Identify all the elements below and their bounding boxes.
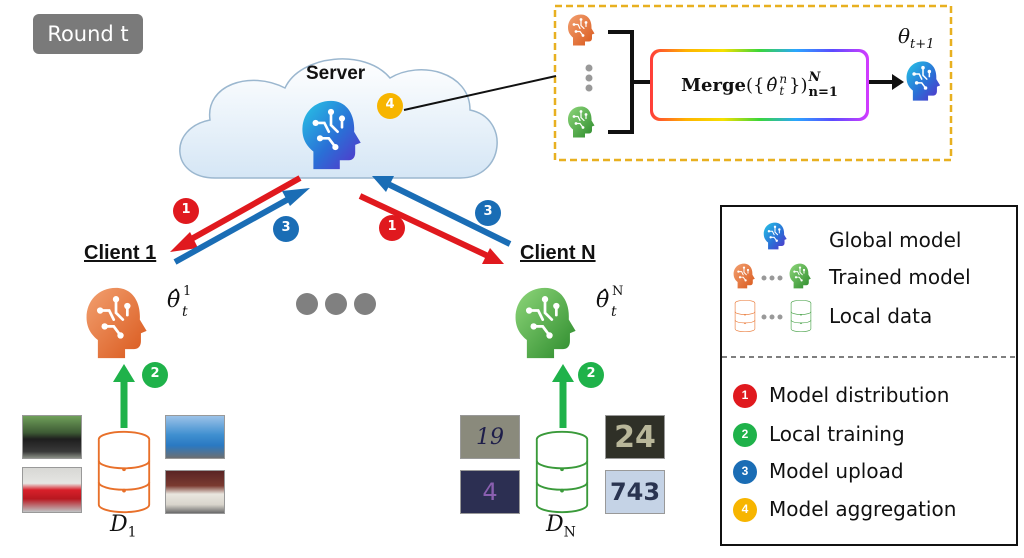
distribution-arrow-client1 bbox=[170, 175, 302, 252]
client1-dataset-letter: D bbox=[110, 512, 128, 537]
legend-local-data-green-icon bbox=[790, 299, 812, 333]
merge-lower: n=1 bbox=[808, 85, 838, 100]
step-badge-3-client1-label: 3 bbox=[281, 220, 291, 235]
legend-step-1-badge bbox=[733, 384, 757, 408]
client1-theta-sub: t bbox=[182, 304, 188, 320]
clientN-head-icon bbox=[514, 286, 578, 360]
car-photo-blue-hatchback bbox=[165, 415, 225, 459]
clientN-dataset-label: DN bbox=[546, 512, 576, 540]
merge-bracket bbox=[608, 30, 652, 134]
legend-step-3-badge bbox=[733, 460, 757, 484]
client1-theta-sup: 1 bbox=[183, 284, 192, 299]
legend-step-4-number: 4 bbox=[741, 502, 749, 516]
legend-model-distribution: Model distribution bbox=[769, 383, 950, 407]
ellipsis-dots bbox=[296, 293, 376, 315]
merge-upper: N bbox=[808, 70, 821, 85]
legend-model-aggregation: Model aggregation bbox=[769, 497, 957, 521]
clientN-theta-sup: N bbox=[612, 284, 624, 299]
clientN-theta-symbol: θ̂ bbox=[596, 288, 610, 313]
car-photo-red-convertible bbox=[22, 467, 82, 513]
legend-step-2-badge bbox=[733, 423, 757, 447]
step-badge-4-server-label: 4 bbox=[385, 97, 395, 112]
digit-photo-24: 24 bbox=[605, 415, 665, 459]
client1-head-icon bbox=[85, 286, 149, 360]
local-training-arrow-clientN bbox=[552, 364, 574, 428]
upload-arrow-clientN bbox=[372, 176, 512, 247]
legend-box: 1 2 3 4 Global model Trained model Local… bbox=[720, 205, 1018, 546]
upload-arrow-client1 bbox=[173, 188, 310, 265]
clientN-label: Client N bbox=[520, 242, 596, 264]
legend-step-3-number: 3 bbox=[741, 464, 749, 478]
legend-global-model-icon bbox=[763, 222, 788, 250]
local-training-arrow-client1 bbox=[113, 364, 135, 428]
next-theta-sub: t+1 bbox=[910, 37, 935, 52]
distribution-arrow-clientN bbox=[358, 193, 504, 264]
merge-set-close: }) bbox=[789, 74, 808, 96]
step-badge-2-clientN-label: 2 bbox=[586, 366, 596, 381]
legend-model-upload: Model upload bbox=[769, 459, 904, 483]
client1-database-icon bbox=[97, 430, 151, 514]
merge-text: Merge bbox=[681, 74, 746, 96]
aggregation-input-heads bbox=[567, 13, 596, 139]
legend-step-1-number: 1 bbox=[741, 388, 749, 402]
step-badge-2-client1-label: 2 bbox=[150, 366, 160, 381]
legend-step-2-number: 2 bbox=[741, 427, 749, 441]
legend-local-data: Local data bbox=[829, 304, 933, 328]
clientN-dataset-letter: D bbox=[546, 512, 564, 537]
step-badge-1-clientN-label: 1 bbox=[387, 219, 397, 234]
client1-dataset-sub: 1 bbox=[127, 524, 137, 541]
next-global-theta: θt+1 bbox=[898, 24, 934, 52]
client1-theta: θ̂ 1 t bbox=[167, 284, 191, 320]
car-photo-white-sedan bbox=[165, 470, 225, 514]
server-label: Server bbox=[306, 63, 366, 84]
legend-local-training: Local training bbox=[769, 422, 905, 446]
merge-box: Merge ({ θ̂ n t }) N n=1 bbox=[650, 49, 869, 121]
car-photo-black-suv bbox=[22, 415, 82, 459]
round-badge: Round t bbox=[33, 14, 143, 54]
merge-set-open: ({ bbox=[745, 74, 765, 96]
step-badge-1-client1-label: 1 bbox=[181, 202, 191, 217]
client1-theta-symbol: θ̂ bbox=[167, 288, 181, 313]
legend-trained-model-green-icon bbox=[789, 263, 812, 289]
legend-step-4-badge bbox=[733, 498, 757, 522]
digit-photo-743: 743 bbox=[605, 470, 665, 514]
legend-trained-model-orange-icon bbox=[733, 263, 756, 289]
legend-icons bbox=[722, 222, 1016, 522]
merge-theta-sub: t bbox=[779, 84, 785, 98]
digit-photo-19: 19 bbox=[460, 415, 520, 459]
legend-trained-model: Trained model bbox=[829, 265, 971, 289]
aggregation-connector bbox=[403, 75, 557, 111]
clientN-theta: θ̂ N t bbox=[596, 284, 623, 320]
merge-theta-sup: n bbox=[779, 72, 788, 86]
client1-label: Client 1 bbox=[84, 242, 157, 264]
clientN-database-icon bbox=[535, 430, 589, 514]
clientN-theta-sub: t bbox=[611, 304, 617, 320]
next-theta-symbol: θ bbox=[898, 24, 911, 48]
legend-global-model: Global model bbox=[829, 228, 962, 252]
legend-local-data-orange-icon bbox=[734, 299, 756, 333]
merge-theta: θ̂ bbox=[766, 74, 778, 96]
clientN-dataset-sub: N bbox=[563, 524, 576, 541]
step-badge-3-clientN-label: 3 bbox=[483, 204, 493, 219]
client1-dataset-label: D1 bbox=[110, 512, 137, 540]
digit-photo-4: 4 bbox=[460, 470, 520, 514]
